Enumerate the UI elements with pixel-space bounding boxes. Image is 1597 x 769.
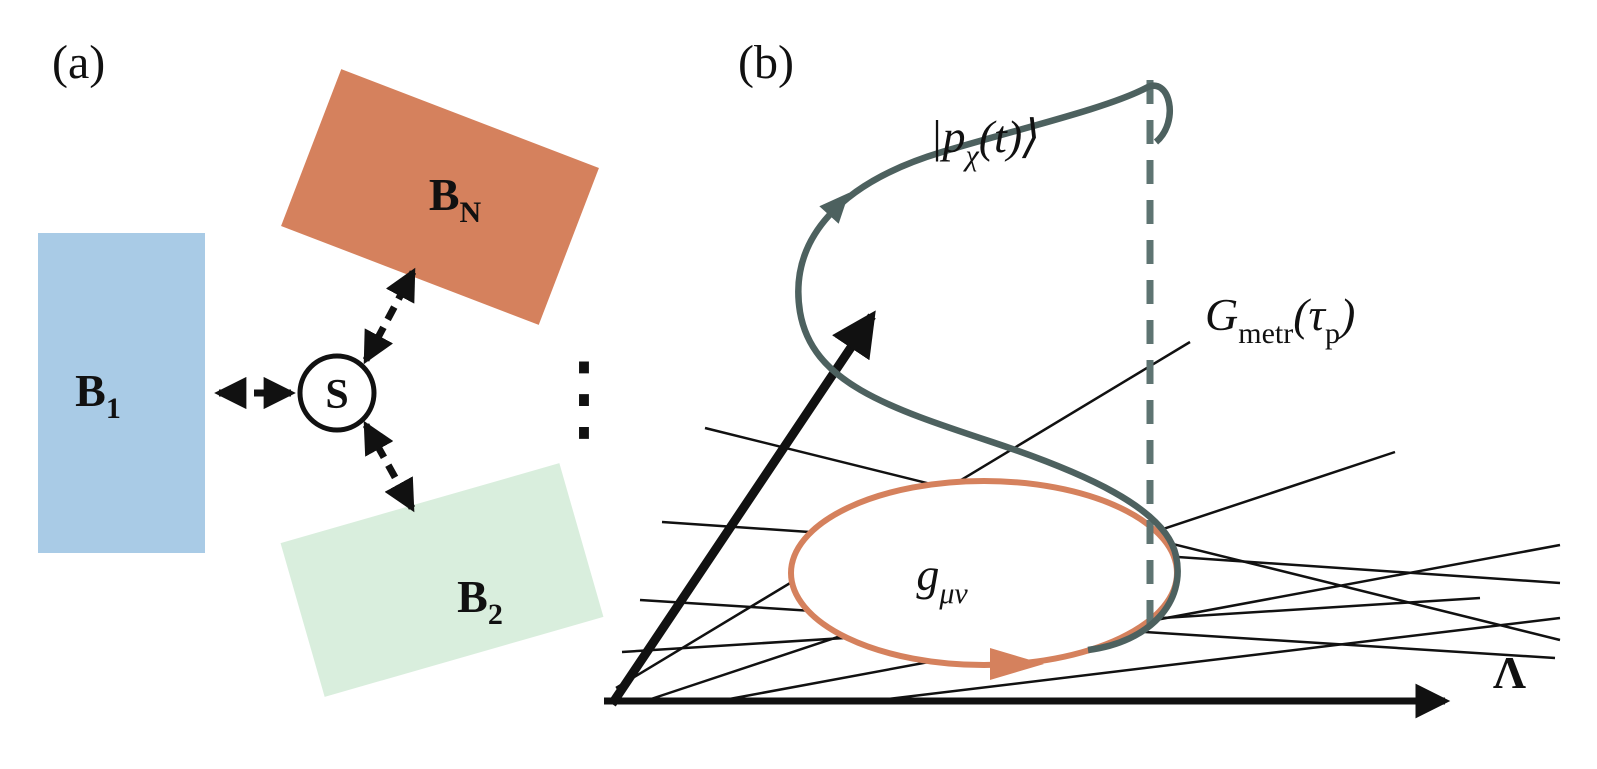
metric-generator-sub2: p: [1325, 317, 1340, 350]
bathN-sub: N: [460, 196, 482, 229]
metric-tensor-sub: μν: [938, 577, 968, 610]
trajectory-arrowhead-icon: [819, 192, 850, 224]
metric-generator-open: (τ: [1293, 289, 1326, 340]
vertical-axis: [608, 310, 876, 707]
bath1-base: B: [75, 365, 106, 416]
system-node: [297, 353, 377, 433]
state-ket-pre: |p: [930, 111, 966, 162]
script-G: G: [1205, 289, 1238, 340]
panel-a-label: (a): [52, 36, 105, 89]
system-label: S: [325, 372, 348, 418]
bath2-base: B: [457, 571, 488, 622]
bath2-rect: [280, 463, 604, 697]
bath2-sub: 2: [488, 598, 503, 631]
bath1-label: B1: [75, 365, 121, 425]
metric-tensor-base: g: [916, 549, 939, 600]
mesh-line: [879, 616, 1561, 702]
state-trajectory-curve: [795, 82, 1181, 654]
vertical-ellipsis: ⋮: [536, 341, 632, 453]
metric-loop-arrowhead-icon: [990, 648, 1044, 680]
metric-generator-sub: metr: [1238, 317, 1293, 350]
bath1-rect: [38, 233, 205, 553]
metric-generator-label: Gmetr(τp): [1205, 289, 1355, 350]
bath2-label: B2: [457, 571, 503, 631]
bathN-base: B: [429, 169, 460, 220]
lambda-axis-label: Λ: [1493, 647, 1526, 698]
metric-loop: [788, 478, 1180, 668]
state-ket-label: |pχ(t)⟩: [930, 111, 1040, 172]
bath1-sub: 1: [106, 392, 121, 425]
state-ket-post: (t)⟩: [979, 111, 1040, 162]
bathN-rect: [281, 69, 599, 325]
metric-tensor-label: gμν: [916, 549, 968, 610]
metric-generator-close: ): [1337, 289, 1355, 340]
state-ket-sub: χ: [963, 139, 980, 172]
coupling-arrow-s-bn: [362, 267, 417, 365]
coupling-arrow-s-b2: [362, 420, 416, 513]
panel-b-label: (b): [738, 36, 794, 89]
bathN-label: BN: [429, 169, 482, 229]
